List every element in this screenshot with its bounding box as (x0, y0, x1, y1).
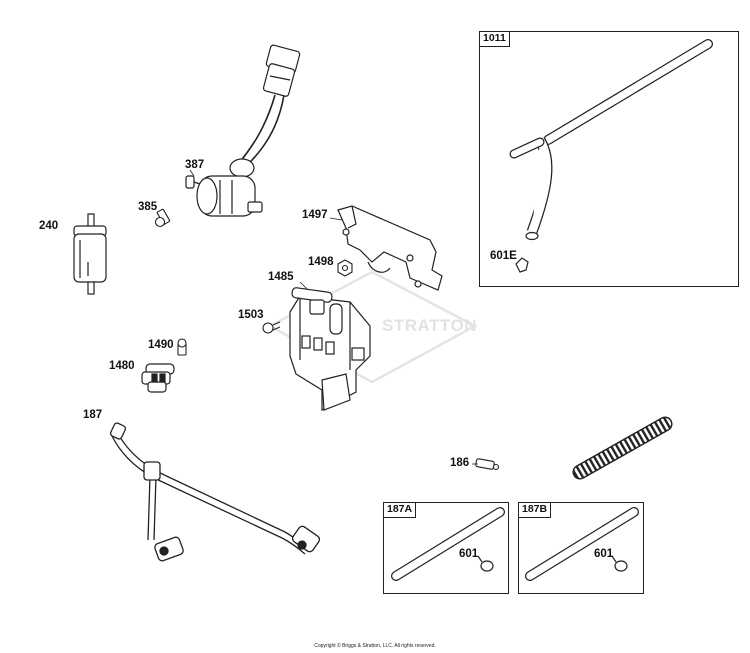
callout-240: 240 (39, 220, 59, 232)
fuel-pump-387 (185, 44, 301, 217)
nut-1498 (337, 259, 353, 277)
callout-601e: 601E (490, 250, 517, 262)
corrugated-conduit (572, 416, 673, 480)
callout-186: 186 (450, 457, 470, 469)
callout-1503: 1503 (238, 309, 264, 321)
copyright-notice: Copyright © Briggs & Stratton, LLC. All … (314, 643, 436, 649)
callout-387: 387 (185, 159, 205, 171)
fuel-hose-assembly-1011 (509, 39, 713, 273)
callout-1480: 1480 (109, 360, 135, 372)
fuel-injector-1480 (141, 363, 175, 393)
callout-385: 385 (138, 201, 158, 213)
leader-lines (189, 169, 478, 465)
inset-label-1011: 1011 (479, 31, 510, 47)
screw-385 (154, 208, 171, 228)
inset-label-187b: 187B (518, 502, 552, 518)
callout-1498: 1498 (308, 256, 334, 268)
connector-186 (475, 458, 500, 471)
fuel-line-187b (525, 507, 639, 581)
callout-601-b: 601 (594, 548, 614, 560)
inset-box-187b: 187B (518, 502, 644, 594)
inset-label-187a: 187A (383, 502, 417, 518)
fuel-filter-240 (73, 213, 107, 295)
fuel-line-187a (391, 507, 505, 581)
callout-1497: 1497 (302, 209, 328, 221)
fuel-line-187 (109, 422, 321, 562)
inset-box-187a: 187A (383, 502, 509, 594)
callout-187: 187 (83, 409, 103, 421)
fuel-pump-module-1485 (289, 287, 371, 411)
screw-1490 (177, 338, 187, 356)
callout-601-a: 601 (459, 548, 479, 560)
bracket-1497 (337, 205, 443, 291)
inset-box-1011: 1011 (479, 31, 739, 287)
screw-1503 (262, 321, 281, 334)
callout-1485: 1485 (268, 271, 294, 283)
watermark-text: STRATTON (382, 316, 477, 335)
callout-1490: 1490 (148, 339, 174, 351)
